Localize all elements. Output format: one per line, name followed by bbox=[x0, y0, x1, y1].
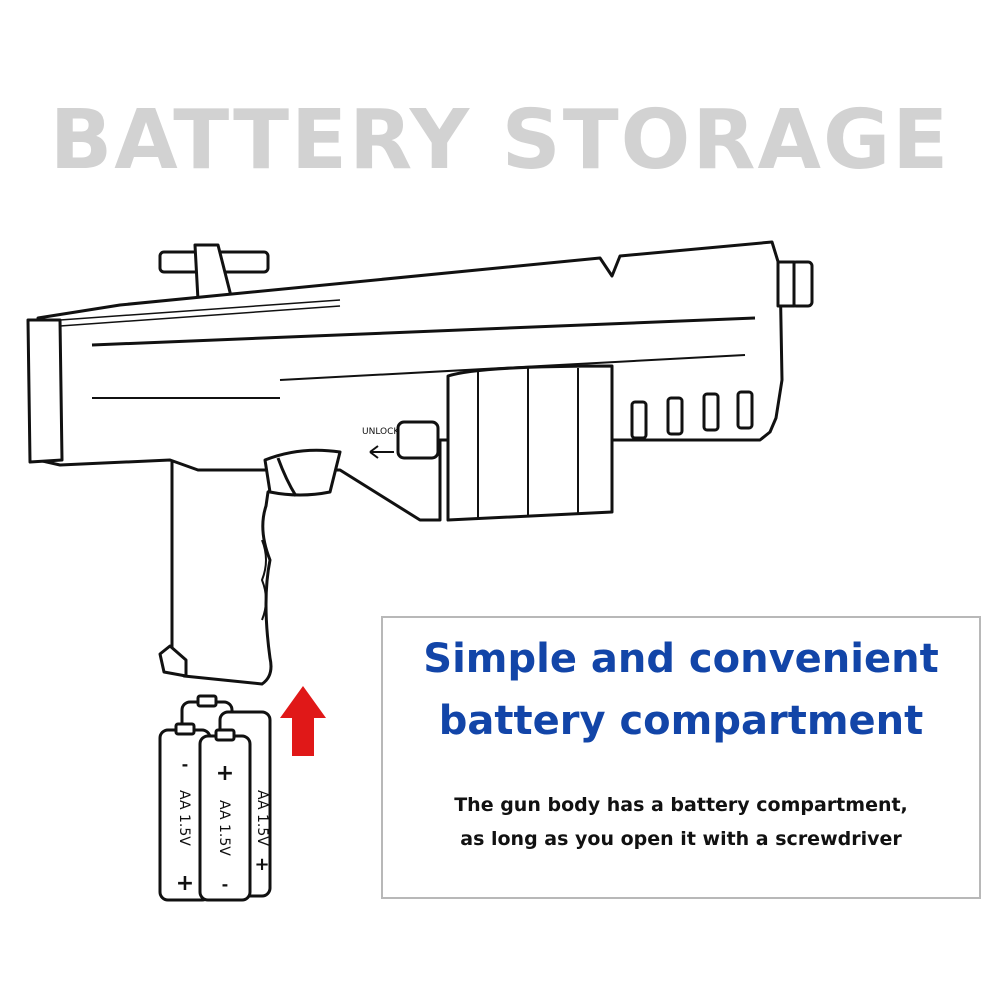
headline-line-1: Simple and convenient bbox=[423, 636, 939, 682]
battery-label: AA 1.5V bbox=[176, 790, 192, 846]
info-box: Simple and convenient battery compartmen… bbox=[381, 616, 981, 899]
battery-label: AA 1.5V bbox=[216, 800, 232, 856]
rail-hatch bbox=[59, 299, 341, 321]
muzzle-ring bbox=[776, 260, 796, 308]
insert-arrow-icon bbox=[280, 686, 326, 756]
gun-body bbox=[36, 240, 784, 522]
battery-terminal bbox=[214, 728, 236, 742]
trigger-guard bbox=[263, 448, 342, 497]
page-title: BATTERY STORAGE bbox=[49, 93, 951, 188]
battery-plus: + bbox=[254, 854, 269, 875]
grip-ridges bbox=[261, 539, 267, 621]
headline-line-2: battery compartment bbox=[438, 698, 924, 744]
info-headline: Simple and convenient battery compartmen… bbox=[383, 628, 979, 752]
trigger bbox=[276, 457, 298, 497]
battery-plus: + bbox=[216, 761, 234, 786]
grip-cap bbox=[158, 644, 188, 678]
vent-slot bbox=[666, 396, 684, 436]
info-body: The gun body has a battery compartment, … bbox=[383, 788, 979, 856]
body-line-2: as long as you open it with a screwdrive… bbox=[460, 828, 902, 850]
battery-label: AA 1.5V bbox=[254, 790, 270, 846]
rear-plate bbox=[26, 318, 64, 464]
vent-slot bbox=[702, 392, 720, 432]
unlock-switch bbox=[396, 420, 440, 460]
vent-slot bbox=[736, 390, 754, 430]
slide-line bbox=[91, 316, 756, 347]
unlock-arrow-icon bbox=[369, 445, 394, 459]
battery-terminal bbox=[174, 722, 196, 736]
rail-hatch bbox=[59, 305, 341, 327]
vent-slot bbox=[630, 400, 648, 440]
battery-group bbox=[158, 694, 272, 902]
battery-minus: - bbox=[222, 875, 229, 894]
battery-minus: - bbox=[182, 755, 189, 774]
body-line-1: The gun body has a battery compartment, bbox=[454, 794, 908, 816]
battery-terminal bbox=[196, 694, 218, 708]
battery-plus: + bbox=[176, 871, 194, 896]
magazine bbox=[446, 364, 614, 522]
unlock-label: UNLOCK bbox=[362, 427, 400, 437]
